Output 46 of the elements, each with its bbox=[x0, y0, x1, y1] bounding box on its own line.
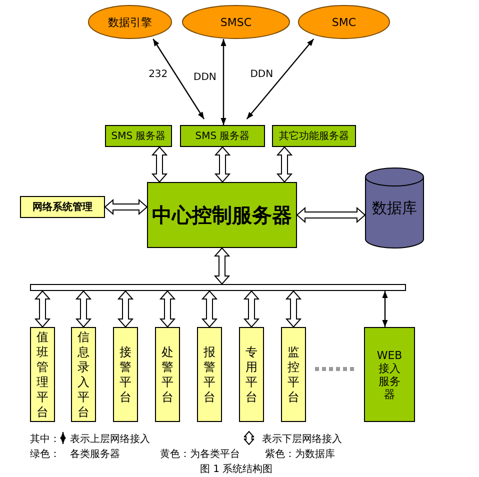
double-arrow bbox=[75, 290, 92, 328]
database-cylinder: 数据库 bbox=[365, 168, 424, 248]
control-server-box: 中心控制服务器 bbox=[147, 182, 297, 248]
caption: 图 1 系统结构图 bbox=[200, 462, 273, 476]
legend-text: 各类服务器 bbox=[70, 448, 120, 461]
arrow bbox=[382, 291, 388, 327]
double-arrow bbox=[214, 146, 231, 183]
server-box: SMS 服务器 bbox=[180, 125, 265, 147]
legend-text: 紫色：为数据库 bbox=[265, 448, 335, 461]
double-arrow bbox=[296, 206, 366, 224]
edge-label: DDN bbox=[250, 69, 274, 80]
source-ellipse: SMSC bbox=[182, 5, 290, 39]
double-arrow bbox=[104, 198, 148, 216]
edge-label: 232 bbox=[148, 69, 168, 80]
platform-box: 监控平台 bbox=[281, 327, 306, 422]
arrow bbox=[220, 39, 226, 125]
platform-box: 报警平台 bbox=[197, 327, 222, 422]
management-box: 网络系统管理 bbox=[20, 196, 105, 218]
legend-text: 表示上层网络接入 bbox=[70, 432, 150, 446]
arrow bbox=[246, 38, 314, 120]
legend-text: 绿色： bbox=[30, 448, 60, 461]
platform-box: 接警平台 bbox=[113, 327, 138, 422]
source-ellipse: SMC bbox=[298, 5, 390, 39]
double-arrow bbox=[159, 290, 176, 328]
legend-text: 其中： bbox=[30, 432, 60, 446]
double-arrow bbox=[276, 146, 293, 183]
server-box: 其它功能服务器 bbox=[272, 125, 356, 147]
legend-text: 黄色：为各类平台 bbox=[160, 448, 240, 461]
double-arrow bbox=[151, 146, 168, 183]
edge-label: DDN bbox=[194, 72, 216, 83]
platform-box: 值班管理平台 bbox=[30, 327, 55, 422]
server-box: SMS 服务器 bbox=[105, 125, 172, 147]
source-ellipse: 数据引擎 bbox=[88, 5, 172, 39]
platform-box: 信息录入平台 bbox=[71, 327, 96, 422]
double-arrow bbox=[34, 290, 51, 328]
legend-text: 表示下层网络接入 bbox=[262, 432, 342, 446]
double-arrow bbox=[214, 247, 230, 285]
double-arrow bbox=[201, 290, 218, 328]
platform-box: 专用平台 bbox=[239, 327, 264, 422]
arrow bbox=[152, 38, 204, 120]
double-arrow bbox=[117, 290, 134, 328]
bus-bar bbox=[30, 284, 406, 291]
double-arrow bbox=[285, 290, 302, 328]
double-arrow bbox=[243, 290, 260, 328]
server-box: WEB接入服务器 bbox=[364, 327, 415, 422]
platform-box: 处警平台 bbox=[155, 327, 180, 422]
